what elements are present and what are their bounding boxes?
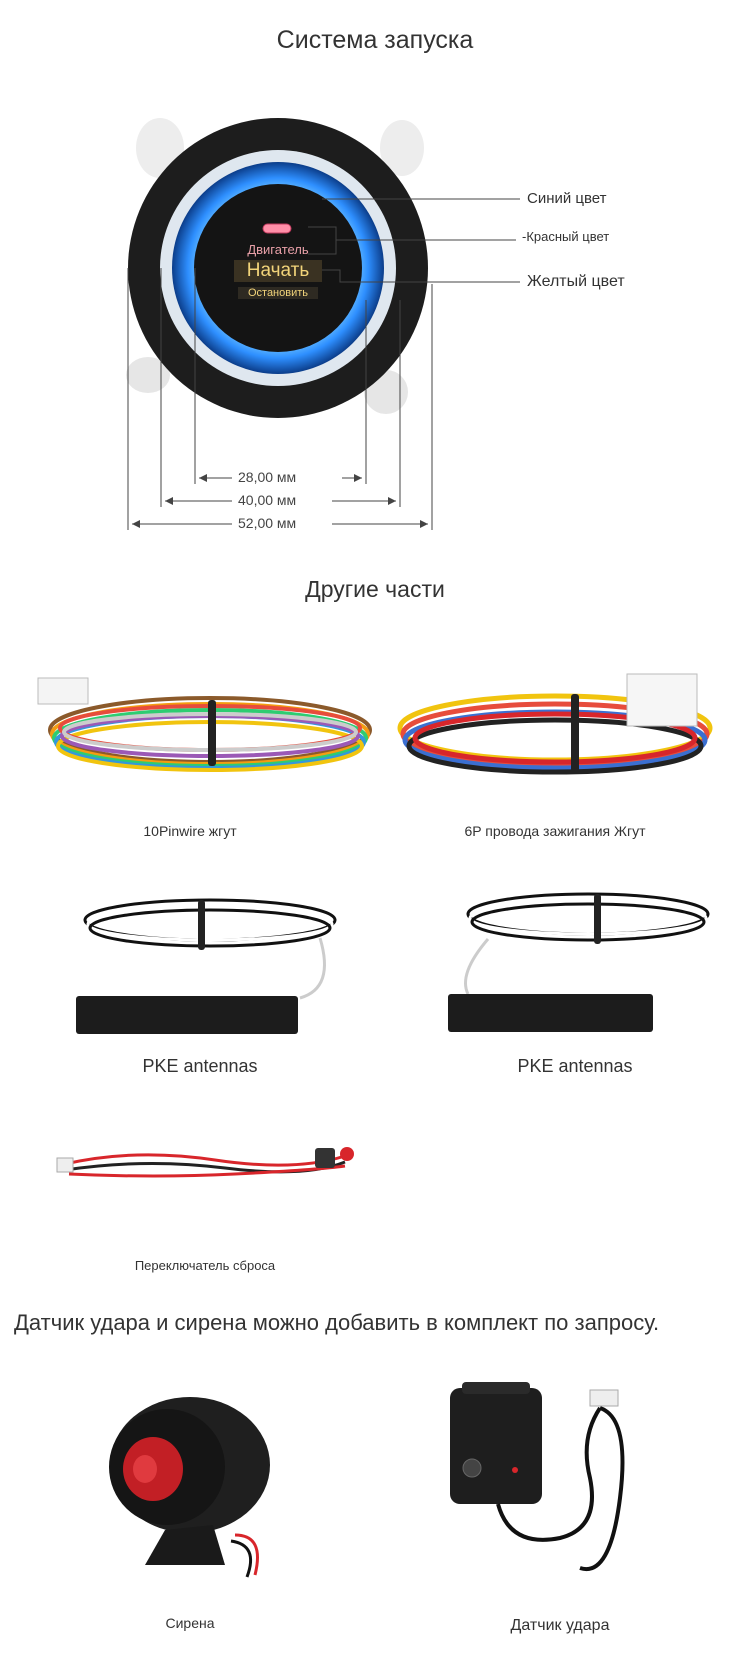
start-button-illustration [126, 118, 520, 530]
callout-red: -Красный цвет [522, 229, 610, 244]
harness-6p-image [397, 673, 713, 775]
button-label-start: Начать [234, 260, 322, 282]
caption-siren: Сирена [165, 1615, 215, 1631]
callout-blue: Синий цвет [527, 190, 607, 207]
pke-antenna-image [76, 898, 337, 1034]
dimension-28mm: 28,00 мм [232, 469, 303, 485]
caption-shock-sensor: Датчик удара [510, 1617, 610, 1634]
harness-10pin-image [37, 677, 372, 772]
reset-switch-image [56, 1147, 354, 1178]
section-title-start-system: Система запуска [276, 26, 474, 54]
red-led [262, 223, 292, 234]
caption-pke-antenna-2: PKE antennas [517, 1056, 633, 1076]
mount-tab [380, 120, 424, 176]
shock-sensor-image [450, 1382, 625, 1572]
callout-yellow: Желтый цвет [527, 273, 625, 290]
button-label-stop: Остановить [238, 287, 318, 299]
dimension-52mm: 52,00 мм [232, 515, 303, 531]
pke-antenna-image [448, 892, 710, 1032]
dimension-40mm: 40,00 мм [232, 492, 303, 508]
caption-10pin-harness: 10Pinwire жгут [143, 823, 237, 839]
caption-pke-antenna-1: PKE antennas [142, 1056, 258, 1076]
button-label-engine: Двигатель [247, 242, 309, 257]
mount-tab [126, 357, 170, 393]
siren-image [109, 1397, 270, 1578]
caption-reset-switch: Переключатель сброса [134, 1258, 276, 1273]
section-title-other-parts: Другие части [305, 576, 445, 602]
caption-6p-harness: 6P провода зажигания Жгут [464, 823, 646, 839]
optional-items-note: Датчик удара и сирена можно добавить в к… [14, 1310, 660, 1335]
